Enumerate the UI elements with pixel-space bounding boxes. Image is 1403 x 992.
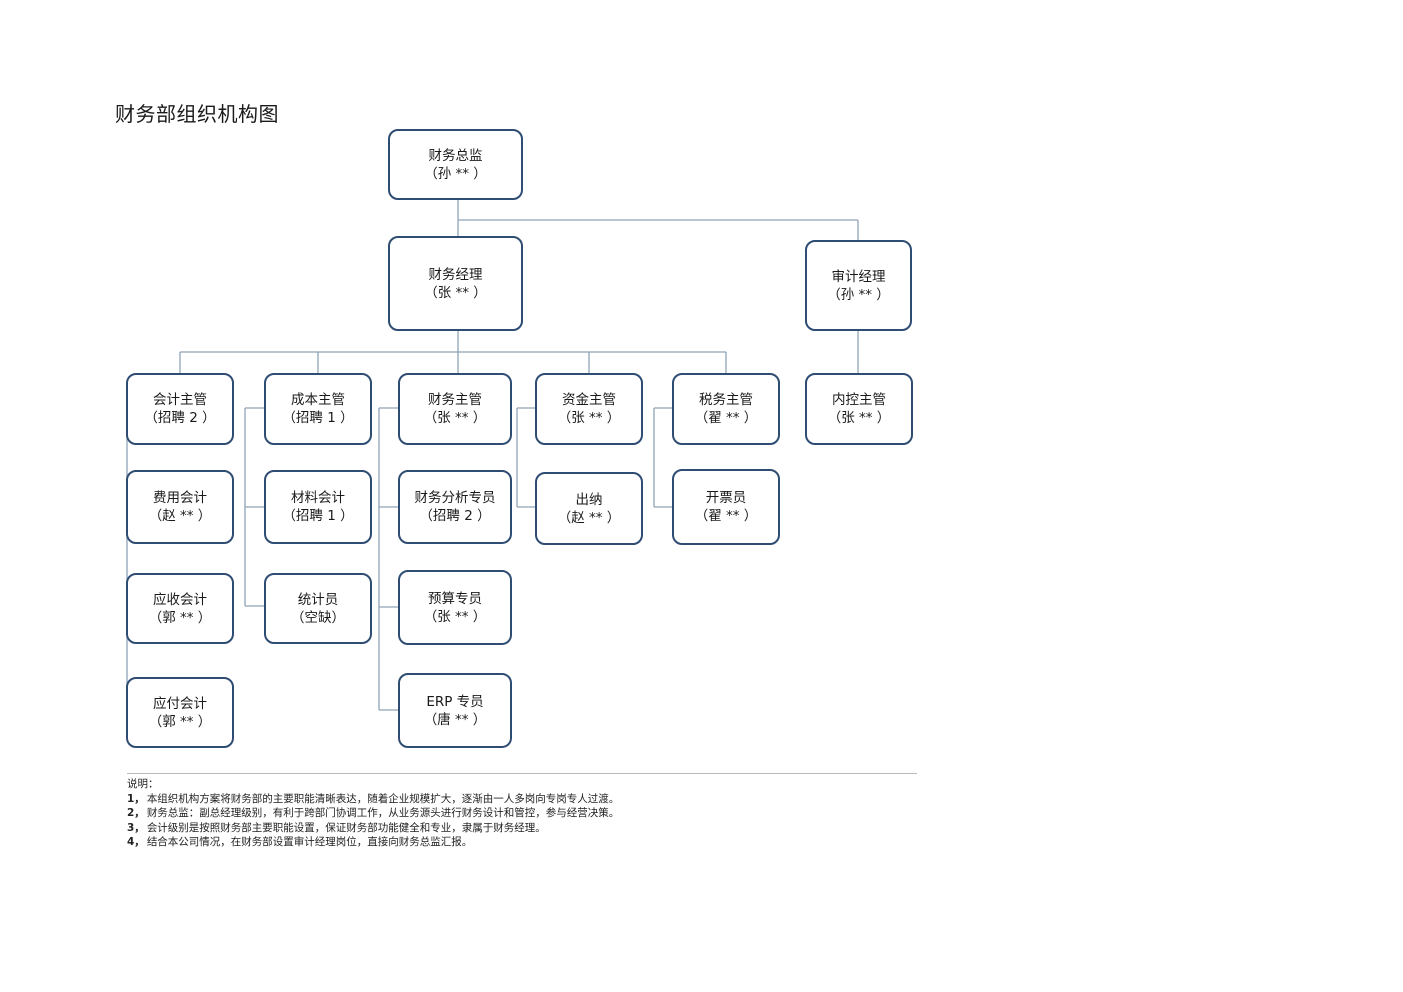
node-title: 财务主管 <box>428 392 482 408</box>
node-person: （招聘 2 ） <box>144 410 216 426</box>
node-person: （翟 ** ） <box>694 410 758 426</box>
node-person: （张 ** ） <box>424 284 487 301</box>
note-number: 3， <box>127 821 145 834</box>
node-person: （空缺） <box>291 609 345 626</box>
node-title: 应付会计 <box>153 695 207 712</box>
node-title: 应收会计 <box>153 591 207 608</box>
node-title: 费用会计 <box>153 490 207 506</box>
node-title: 审计经理 <box>831 268 886 285</box>
page-title: 财务部组织机构图 <box>115 102 279 126</box>
node-title: 财务分析专员 <box>414 490 496 506</box>
notes-section: 说明： 1，本组织机构方案将财务部的主要职能清晰表达，随着企业规模扩大，逐渐由一… <box>127 773 917 850</box>
note-item: 4，结合本公司情况，在财务部设置审计经理岗位，直接向财务总监汇报。 <box>127 835 917 850</box>
node-title: 资金主管 <box>562 392 616 408</box>
node-finance-supervisor: 财务主管 （张 ** ） <box>398 373 512 445</box>
node-cost-supervisor: 成本主管 （招聘 1 ） <box>264 373 372 445</box>
node-person: （孙 ** ） <box>424 165 487 182</box>
node-invoicer: 开票员 （翟 ** ） <box>672 469 780 545</box>
node-title: 开票员 <box>705 490 747 506</box>
node-title: 财务总监 <box>428 147 483 164</box>
note-number: 4， <box>127 836 145 848</box>
node-person: （赵 ** ） <box>557 509 621 526</box>
node-expense-accountant: 费用会计 （赵 ** ） <box>126 470 234 544</box>
note-text: 结合本公司情况，在财务部设置审计经理岗位，直接向财务总监汇报。 <box>146 836 473 848</box>
node-audit-manager: 审计经理 （孙 ** ） <box>805 240 912 331</box>
note-item: 2，财务总监：副总经理级别，有利于跨部门协调工作，从业务源头进行财务设计和管控，… <box>127 806 917 821</box>
node-title: 预算专员 <box>428 590 482 607</box>
node-cashier: 出纳 （赵 ** ） <box>535 472 643 545</box>
note-text: 财务总监：副总经理级别，有利于跨部门协调工作，从业务源头进行财务设计和管控，参与… <box>146 807 620 819</box>
node-tax-supervisor: 税务主管 （翟 ** ） <box>672 373 780 445</box>
node-fund-supervisor: 资金主管 （张 ** ） <box>535 373 643 445</box>
note-item: 3，会计级别是按照财务部主要职能设置，保证财务部功能健全和专业，隶属于财务经理。 <box>127 821 917 836</box>
node-internal-control-supervisor: 内控主管 （张 ** ） <box>805 373 913 445</box>
node-person: （翟 ** ） <box>694 508 758 524</box>
node-receivables-accountant: 应收会计 （郭 ** ） <box>126 573 234 644</box>
node-person: （张 ** ） <box>423 608 487 625</box>
note-number: 1， <box>127 792 145 805</box>
node-material-accountant: 材料会计 （招聘 1 ） <box>264 470 372 544</box>
node-payables-accountant: 应付会计 （郭 ** ） <box>126 677 234 748</box>
notes-heading: 说明： <box>127 778 159 790</box>
node-cfo: 财务总监 （孙 ** ） <box>388 129 523 200</box>
note-text: 本组织机构方案将财务部的主要职能清晰表达，随着企业规模扩大，逐渐由一人多岗向专岗… <box>146 792 620 805</box>
node-person: （招聘 1 ） <box>282 410 354 426</box>
node-person: （孙 ** ） <box>827 286 890 303</box>
node-person: （张 ** ） <box>557 410 621 426</box>
node-budget-specialist: 预算专员 （张 ** ） <box>398 570 512 645</box>
node-title: 会计主管 <box>153 392 207 408</box>
node-title: 出纳 <box>575 491 603 508</box>
note-item: 1，本组织机构方案将财务部的主要职能清晰表达，随着企业规模扩大，逐渐由一人多岗向… <box>127 792 917 807</box>
node-statistician: 统计员 （空缺） <box>264 573 372 644</box>
node-title: 统计员 <box>297 591 339 608</box>
node-person: （唐 ** ） <box>423 711 487 728</box>
node-person: （赵 ** ） <box>148 508 212 524</box>
node-title: 材料会计 <box>291 490 345 506</box>
node-person: （郭 ** ） <box>148 713 212 730</box>
node-title: 内控主管 <box>832 392 886 408</box>
note-text: 会计级别是按照财务部主要职能设置，保证财务部功能健全和专业，隶属于财务经理。 <box>146 821 546 834</box>
node-person: （张 ** ） <box>827 410 891 426</box>
node-title: 成本主管 <box>291 392 345 408</box>
node-accounting-supervisor: 会计主管 （招聘 2 ） <box>126 373 234 445</box>
node-person: （郭 ** ） <box>148 609 212 626</box>
node-finance-manager: 财务经理 （张 ** ） <box>388 236 523 331</box>
note-number: 2， <box>127 807 145 819</box>
node-title: ERP 专员 <box>426 693 484 710</box>
node-person: （招聘 2 ） <box>419 508 491 524</box>
node-financial-analyst: 财务分析专员 （招聘 2 ） <box>398 470 512 544</box>
node-title: 财务经理 <box>428 266 483 283</box>
node-person: （招聘 1 ） <box>282 508 354 524</box>
node-person: （张 ** ） <box>423 410 487 426</box>
node-title: 税务主管 <box>699 392 753 408</box>
node-erp-specialist: ERP 专员 （唐 ** ） <box>398 673 512 748</box>
